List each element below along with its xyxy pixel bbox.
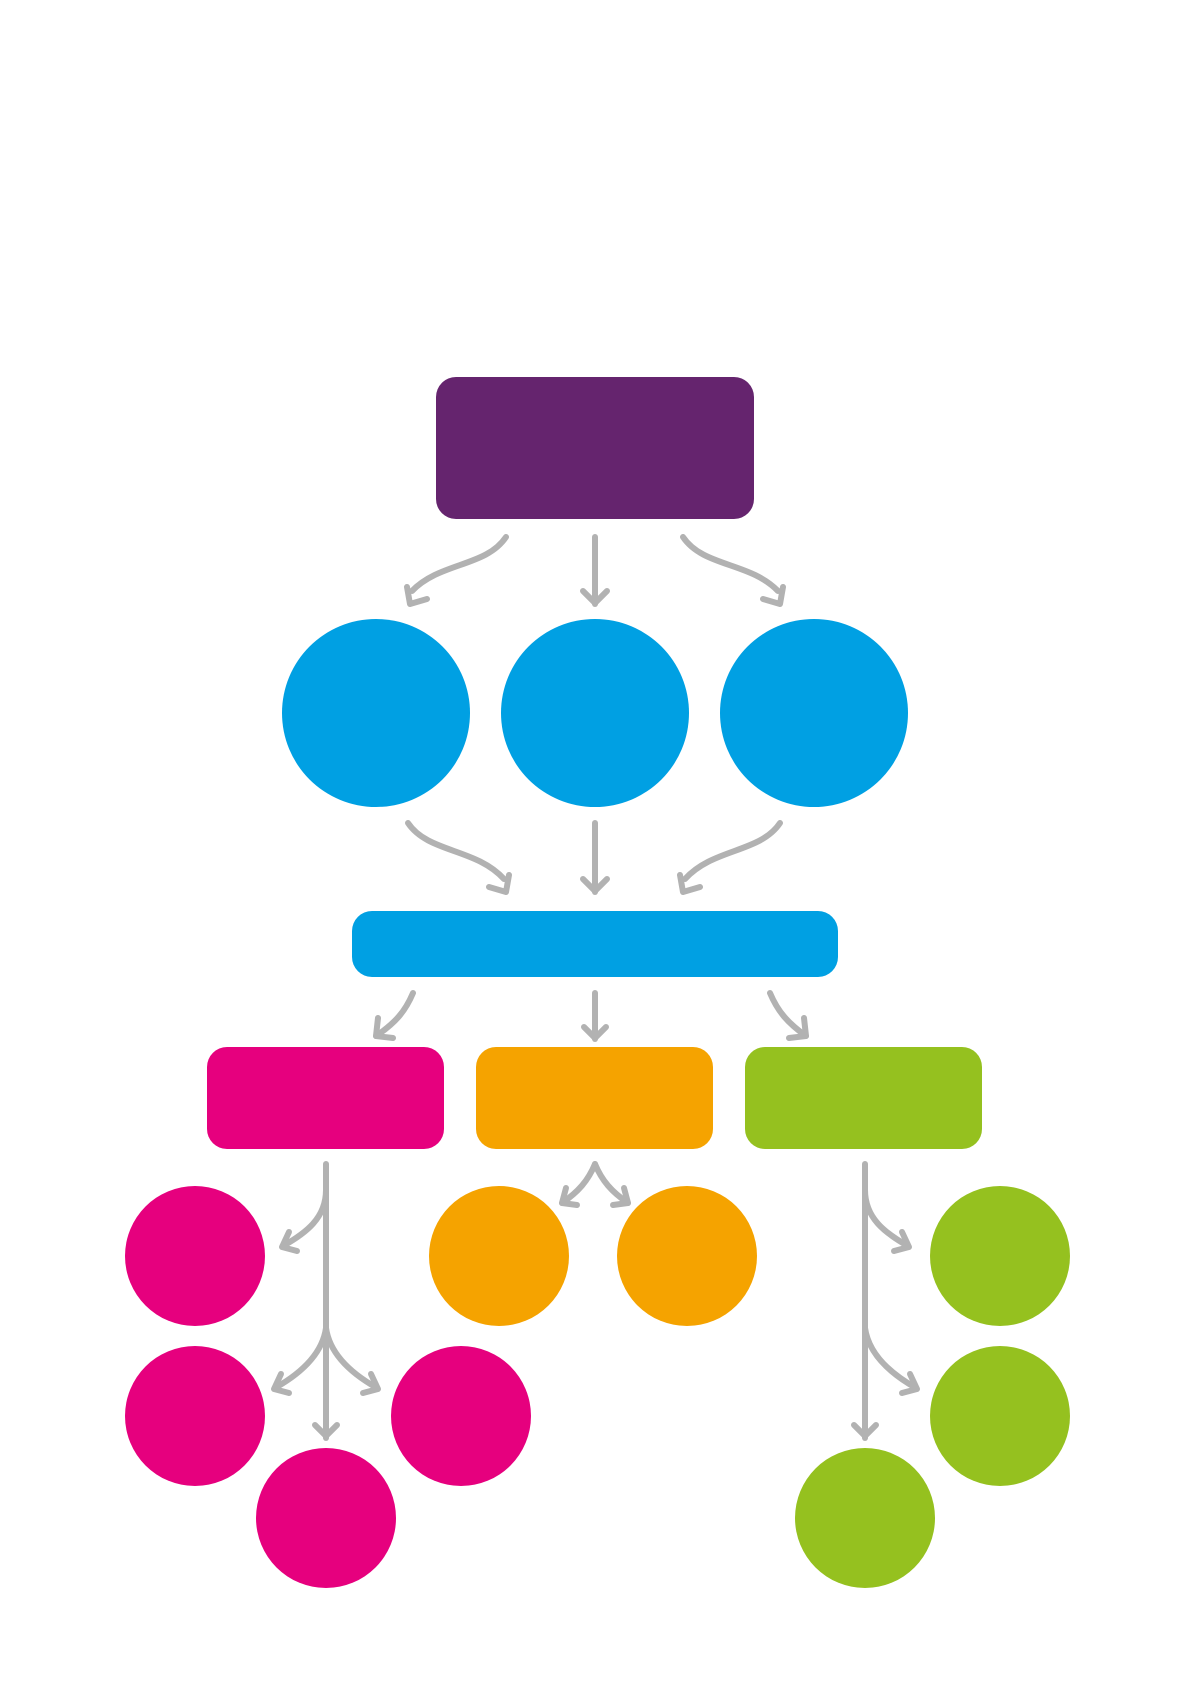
arrowhead-root-to-left [404, 584, 430, 607]
arrowhead-orange-to-circle-2 [610, 1185, 631, 1208]
arrow-magenta-to-circle-3 [323, 1325, 380, 1391]
green-circle-2 [930, 1346, 1070, 1486]
arrow-green-to-circle-1 [862, 1187, 911, 1249]
orange-circle-2 [617, 1186, 757, 1326]
arrowhead-magenta-trunk [312, 1422, 340, 1439]
arrow-magenta-to-circle-2 [272, 1325, 329, 1391]
arrowhead-green-to-circle-1 [891, 1229, 912, 1254]
orange-circle-1 [429, 1186, 569, 1326]
arrowhead-root-to-right [760, 584, 786, 607]
arrowhead-magenta-to-circle-2 [271, 1371, 292, 1396]
arrowhead-left-to-merge [486, 872, 512, 895]
arrowhead-merge-to-magenta [373, 1015, 396, 1041]
branch-box-green [745, 1047, 982, 1149]
level1-circle-left [282, 619, 470, 807]
arrowhead-merge-to-orange [581, 1024, 609, 1041]
arrowhead-green-to-circle-2 [899, 1371, 920, 1396]
arrowhead-magenta-to-circle-1 [279, 1229, 300, 1254]
arrowhead-orange-to-circle-1 [559, 1185, 580, 1208]
arrow-left-to-merge [405, 820, 507, 882]
merge-bar [352, 911, 838, 977]
connectors [271, 534, 920, 1441]
magenta-circle-4 [256, 1448, 396, 1588]
level1-circle-center [501, 619, 689, 807]
arrowhead-root-to-center [580, 588, 610, 606]
arrow-orange-to-circle-2 [592, 1161, 631, 1206]
arrow-right-to-merge [682, 820, 783, 882]
arrowhead-center-to-merge [580, 876, 610, 894]
branch-box-orange [476, 1047, 713, 1149]
arrow-root-to-left [409, 534, 509, 594]
arrowhead-magenta-to-circle-3 [360, 1371, 381, 1396]
green-circle-3 [795, 1448, 935, 1588]
nodes [125, 377, 1070, 1588]
arrow-merge-to-green [767, 990, 809, 1039]
arrow-orange-to-circle-1 [559, 1161, 598, 1206]
level1-circle-right [720, 619, 908, 807]
magenta-circle-1 [125, 1186, 265, 1326]
arrow-green-to-circle-2 [862, 1325, 919, 1391]
root-box [436, 377, 754, 519]
branch-box-magenta [207, 1047, 444, 1149]
magenta-circle-2 [125, 1346, 265, 1486]
arrowhead-merge-to-green [786, 1015, 809, 1041]
arrow-magenta-to-circle-1 [280, 1187, 329, 1249]
magenta-circle-3 [391, 1346, 531, 1486]
arrow-root-to-right [680, 534, 781, 594]
arrow-merge-to-magenta [373, 990, 416, 1039]
green-circle-1 [930, 1186, 1070, 1326]
arrowhead-right-to-merge [677, 872, 703, 895]
arrowhead-green-trunk [851, 1422, 879, 1439]
